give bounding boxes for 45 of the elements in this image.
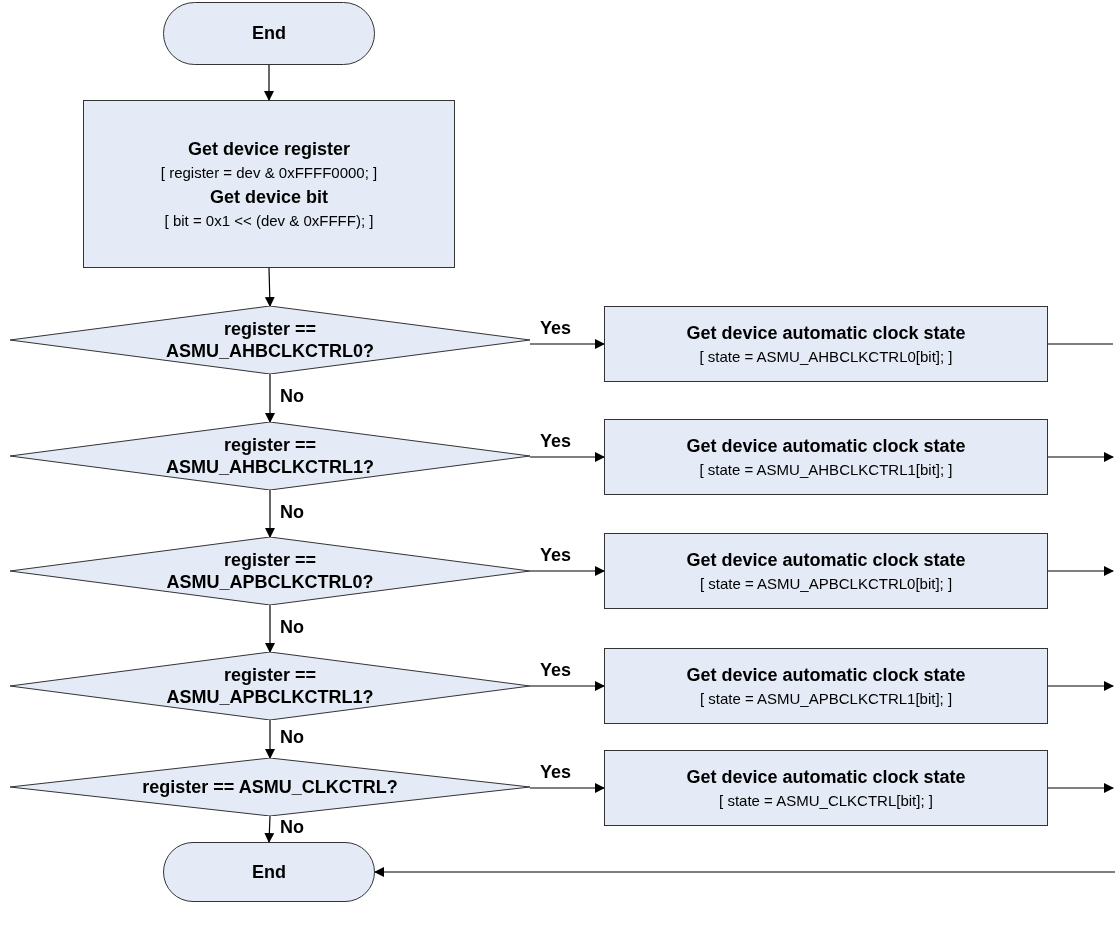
code-text: [ register = dev & 0xFFFF0000; ] <box>160 163 378 183</box>
arrow <box>529 783 605 793</box>
arrow <box>265 489 275 538</box>
process-box <box>604 750 1048 826</box>
arrow <box>264 815 275 843</box>
condition-text: register == ASMU_AHBCLKCTRL0? <box>165 318 375 362</box>
condition-text: register == ASMU_AHBCLKCTRL1? <box>165 434 375 478</box>
code-text: [ state = ASMU_APBCLKCTRL1[bit]; ] <box>699 689 953 709</box>
arrow <box>265 604 275 653</box>
terminal-text: End <box>252 22 286 45</box>
process-box <box>604 419 1048 495</box>
condition-text: register == ASMU_APBCLKCTRL1? <box>165 664 375 708</box>
step-title: Get device automatic clock state <box>686 549 966 572</box>
process-box <box>604 533 1048 609</box>
code-text: [ state = ASMU_CLKCTRL[bit]; ] <box>719 791 933 811</box>
step-title: Get device register <box>187 138 351 161</box>
arrow <box>265 373 275 423</box>
step-title: Get device bit <box>209 186 328 209</box>
arrow <box>1047 566 1114 576</box>
step-title: Get device automatic clock state <box>686 435 966 458</box>
code-text: [ state = ASMU_AHBCLKCTRL0[bit]; ] <box>699 347 953 367</box>
code-text: [ bit = 0x1 << (dev & 0xFFFF); ] <box>164 211 374 231</box>
arrow <box>529 681 605 691</box>
arrow <box>374 867 1115 877</box>
terminal-text: End <box>252 860 286 884</box>
condition-text: register == ASMU_CLKCTRL? <box>141 776 399 798</box>
process-box <box>604 306 1048 382</box>
step-title: Get device automatic clock state <box>686 664 966 687</box>
code-text: [ state = ASMU_AHBCLKCTRL1[bit]; ] <box>699 460 953 480</box>
arrow <box>529 566 605 576</box>
arrow <box>1047 452 1114 462</box>
process-box <box>83 100 455 268</box>
arrow <box>264 64 274 101</box>
arrow <box>265 719 275 759</box>
arrow <box>264 267 275 307</box>
process-box <box>604 648 1048 724</box>
arrow <box>529 339 605 349</box>
code-text: [ state = ASMU_APBCLKCTRL0[bit]; ] <box>699 574 953 594</box>
condition-text: register == ASMU_APBCLKCTRL0? <box>165 549 375 593</box>
arrow <box>529 452 605 462</box>
step-title: Get device automatic clock state <box>686 766 966 789</box>
terminal-shape <box>163 842 375 902</box>
step-title: Get device automatic clock state <box>686 322 966 345</box>
arrow <box>1047 681 1114 691</box>
arrow <box>1047 783 1114 793</box>
